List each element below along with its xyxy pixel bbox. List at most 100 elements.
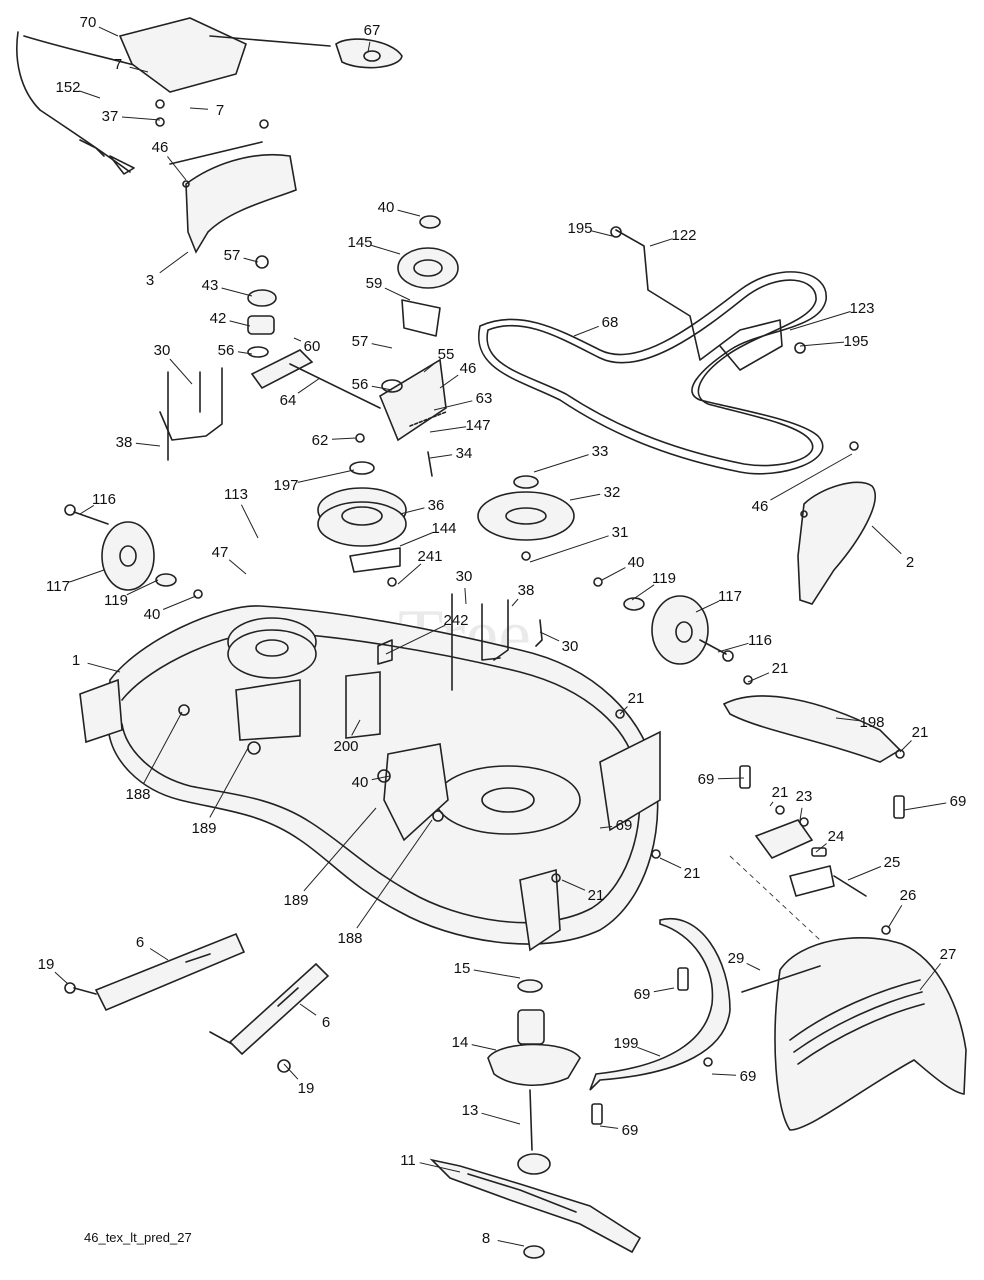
- pulley-left: [317, 487, 407, 573]
- callout-23: 23: [796, 788, 813, 805]
- leader-line: [129, 66, 149, 73]
- callout-19: 19: [38, 956, 55, 973]
- leader-line: [209, 747, 249, 818]
- callout-199: 199: [613, 1035, 638, 1052]
- callout-40: 40: [144, 606, 161, 623]
- callout-64: 64: [280, 392, 297, 409]
- callout-25: 25: [884, 854, 901, 871]
- callout-15: 15: [454, 960, 471, 977]
- callout-40: 40: [352, 774, 369, 791]
- leader-line: [351, 719, 361, 736]
- callout-200: 200: [333, 738, 358, 755]
- callout-195: 195: [843, 333, 868, 350]
- leader-line: [887, 905, 903, 929]
- callout-59: 59: [366, 275, 383, 292]
- callout-19: 19: [298, 1080, 315, 1097]
- leader-line: [631, 584, 655, 601]
- callout-67: 67: [364, 22, 381, 39]
- belt-keeper-rod: [610, 226, 806, 371]
- belt-guard-left: [169, 119, 297, 254]
- leader-line: [473, 969, 521, 979]
- leader-line: [243, 257, 259, 263]
- idler-arm-assembly: [247, 215, 459, 477]
- callout-37: 37: [102, 108, 119, 125]
- callout-21: 21: [772, 784, 789, 801]
- callout-7: 7: [114, 56, 122, 73]
- leader-line: [637, 1046, 661, 1057]
- gauge-wheel-right: [593, 577, 734, 665]
- callout-116: 116: [748, 632, 772, 649]
- callout-70: 70: [80, 14, 97, 31]
- discharge-chute: [741, 925, 967, 1131]
- callout-40: 40: [628, 554, 645, 571]
- leader-line: [221, 287, 253, 297]
- callout-117: 117: [46, 578, 70, 595]
- leader-line: [569, 493, 601, 501]
- leader-line: [399, 532, 434, 547]
- callout-197: 197: [273, 477, 298, 494]
- leader-line: [189, 107, 209, 110]
- callout-38: 38: [518, 582, 535, 599]
- leader-line: [903, 802, 947, 811]
- callout-21: 21: [588, 887, 605, 904]
- callout-152: 152: [55, 79, 80, 96]
- callout-7: 7: [216, 102, 224, 119]
- exploded-view-drawing: [16, 17, 967, 1259]
- leader-line: [511, 598, 519, 607]
- leader-line: [283, 1063, 299, 1080]
- callout-3: 3: [146, 272, 154, 289]
- leader-line: [69, 569, 105, 583]
- callout-30: 30: [562, 638, 579, 655]
- leader-line: [399, 507, 425, 515]
- deflector-bracket: [729, 805, 867, 941]
- callout-68: 68: [602, 314, 619, 331]
- leader-line: [799, 341, 845, 347]
- footer-code: 46_tex_lt_pred_27: [84, 1230, 192, 1245]
- callout-21: 21: [912, 724, 929, 741]
- leader-line: [433, 400, 473, 411]
- callout-6: 6: [322, 1014, 330, 1031]
- callout-119: 119: [652, 570, 676, 587]
- callout-56: 56: [218, 342, 235, 359]
- callout-123: 123: [849, 300, 874, 317]
- leader-line: [717, 777, 745, 780]
- leader-line: [653, 987, 675, 993]
- leader-line: [149, 948, 169, 961]
- leader-line: [423, 361, 438, 373]
- leader-line: [769, 801, 774, 807]
- callout-29: 29: [728, 950, 745, 967]
- callout-147: 147: [465, 417, 490, 434]
- leader-line: [356, 819, 433, 929]
- leader-line: [599, 1125, 619, 1129]
- leader-line: [121, 116, 161, 121]
- callout-56: 56: [352, 376, 369, 393]
- leader-line: [497, 1240, 525, 1247]
- callout-145: 145: [347, 234, 372, 251]
- leader-line: [481, 1112, 521, 1125]
- leader-line: [439, 374, 459, 389]
- deck-lift-rods: [451, 593, 543, 691]
- mower-deck: [79, 605, 661, 952]
- leader-line: [429, 426, 467, 433]
- leader-line: [695, 600, 720, 613]
- callout-21: 21: [684, 865, 701, 882]
- callout-27: 27: [940, 946, 957, 963]
- leader-line: [419, 1162, 461, 1173]
- leader-line: [770, 453, 853, 501]
- leader-line: [79, 504, 95, 515]
- callout-119: 119: [104, 592, 128, 609]
- baffle-right: [722, 675, 905, 819]
- lift-arm-right: [209, 962, 330, 1073]
- leader-line: [143, 711, 183, 784]
- leader-line: [835, 717, 861, 722]
- leader-line: [303, 807, 377, 892]
- leader-line: [789, 311, 851, 331]
- callout-36: 36: [428, 497, 445, 514]
- callout-69: 69: [740, 1068, 757, 1085]
- callout-11: 11: [400, 1152, 416, 1169]
- callout-43: 43: [202, 277, 219, 294]
- callout-113: 113: [224, 486, 248, 503]
- callout-69: 69: [634, 986, 651, 1003]
- leader-line: [229, 320, 251, 327]
